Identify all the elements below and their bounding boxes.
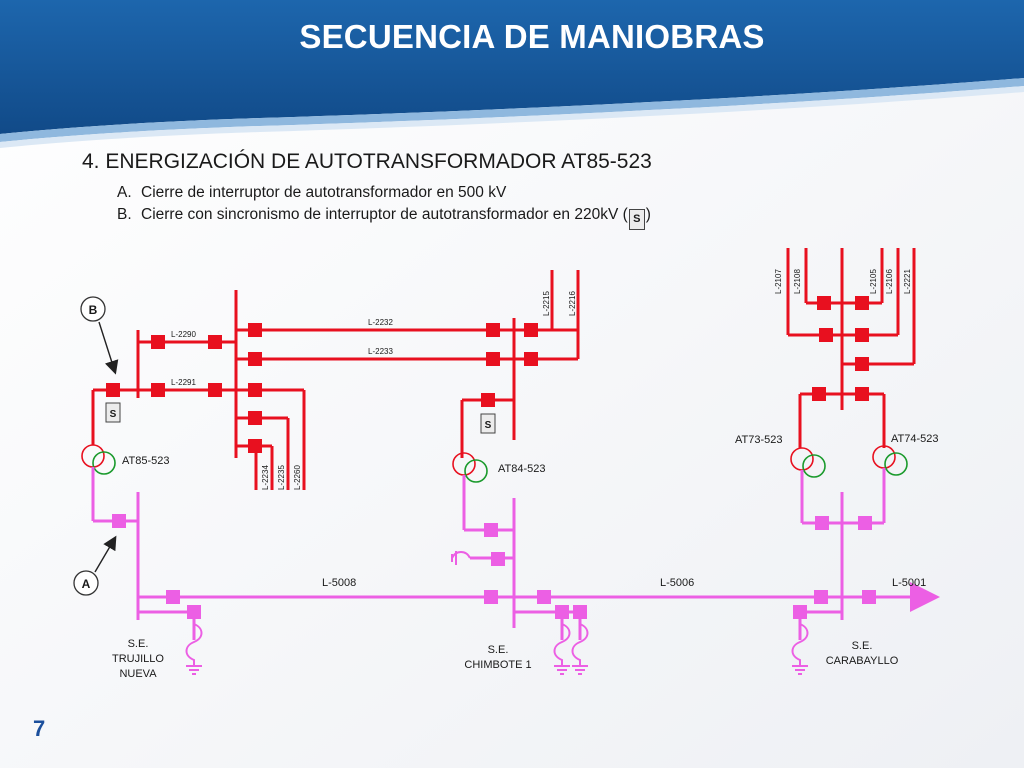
sync-symbol-at85: S [110, 409, 117, 420]
svg-text:L-2291: L-2291 [171, 378, 196, 387]
svg-text:L-2106: L-2106 [885, 269, 894, 294]
svg-text:L-2216: L-2216 [568, 291, 577, 316]
label-l5008: L-5008 [322, 577, 356, 589]
svg-text:L-2232: L-2232 [368, 318, 393, 327]
kv500-breakers [112, 514, 876, 619]
callout-b: B [89, 303, 98, 317]
sync-symbol-inline: S [628, 209, 645, 230]
step-a-text: Cierre de interruptor de autotransformad… [141, 184, 507, 201]
step-b-letter: B. [117, 206, 132, 223]
step-a: A. Cierre de interruptor de autotransform… [117, 184, 506, 202]
se-trujillo-line3: NUEVA [119, 668, 157, 680]
label-l5001: L-5001 [892, 577, 926, 589]
label-l5006: L-5006 [660, 577, 694, 589]
label-at85: AT85-523 [122, 455, 170, 467]
breaker-at85-500 [112, 514, 126, 528]
svg-text:L-2290: L-2290 [171, 330, 196, 339]
svg-text:L-2108: L-2108 [793, 269, 802, 294]
step-b-text-end: ) [645, 206, 651, 223]
callout-b-group: B [80, 296, 119, 375]
svg-text:L-2105: L-2105 [869, 269, 878, 294]
slide-title: SECUENCIA DE MANIOBRAS [299, 18, 765, 55]
se-trujillo-line2: TRUJILLO [112, 653, 164, 665]
breaker-at85-220 [106, 383, 120, 397]
header-band [0, 0, 1024, 148]
transformer-labels: AT85-523 AT84-523 AT73-523 AT74-523 [122, 433, 939, 475]
svg-text:L-2234: L-2234 [261, 465, 270, 490]
step-a-letter: A. [117, 184, 132, 201]
svg-text:L-2235: L-2235 [277, 465, 286, 490]
label-at74: AT74-523 [891, 433, 939, 445]
page-number: 7 [33, 716, 46, 741]
se-carabayllo-line1: S.E. [852, 640, 873, 652]
step-b: B. Cierre con sincronismo de interruptor … [117, 206, 651, 230]
line-labels-220: L-2290 L-2291 L-2232 L-2233 L-2234 L-223… [171, 269, 912, 490]
svg-text:L-2215: L-2215 [542, 291, 551, 316]
label-at84: AT84-523 [498, 463, 546, 475]
callout-a-group: A [73, 535, 117, 596]
se-chimbote-line1: S.E. [488, 644, 509, 656]
sync-symbol-at84: S [485, 420, 492, 431]
kv220-breakers [106, 296, 869, 453]
se-trujillo-line1: S.E. [128, 638, 149, 650]
svg-text:L-2233: L-2233 [368, 347, 393, 356]
se-chimbote-line2: CHIMBOTE 1 [464, 659, 531, 671]
svg-text:L-2260: L-2260 [293, 465, 302, 490]
se-carabayllo-line2: CARABAYLLO [826, 655, 899, 667]
step-b-text: Cierre con sincronismo de interruptor de… [141, 206, 628, 223]
substation-labels: S.E. TRUJILLO NUEVA S.E. CHIMBOTE 1 S.E.… [112, 638, 899, 680]
sync-symbols: S S [105, 402, 496, 434]
section-heading: 4. ENERGIZACIÓN DE AUTOTRANSFORMADOR AT8… [82, 150, 652, 173]
callout-a: A [82, 577, 91, 591]
svg-text:L-2221: L-2221 [903, 269, 912, 294]
svg-text:L-2107: L-2107 [774, 269, 783, 294]
kv500-network [91, 467, 940, 640]
label-at73: AT73-523 [735, 434, 783, 446]
line-labels-500: L-5008 L-5006 L-5001 [322, 577, 926, 589]
reactor-symbols [185, 551, 809, 675]
